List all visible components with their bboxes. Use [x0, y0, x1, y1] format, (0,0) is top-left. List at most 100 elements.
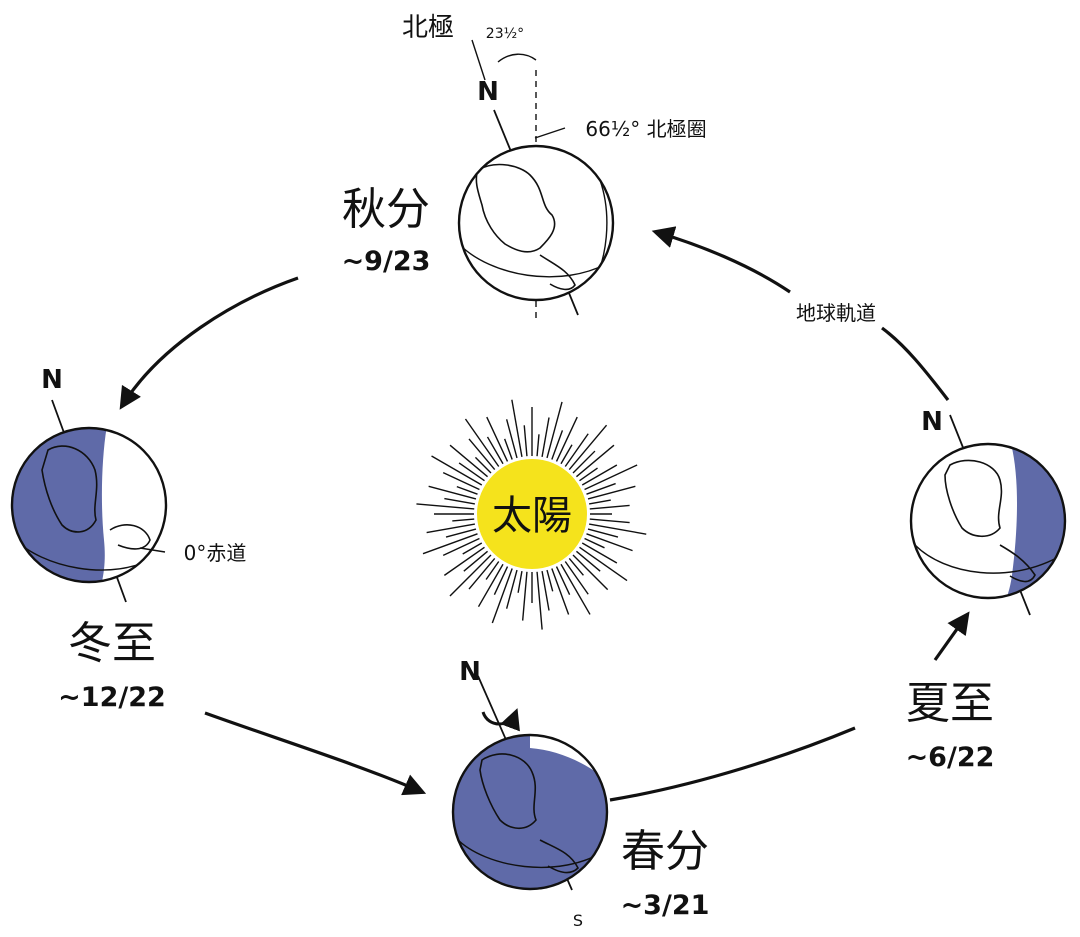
continent-outline: [539, 254, 576, 291]
sun-ray: [560, 444, 573, 465]
sun-ray: [416, 503, 475, 510]
sun-ray: [442, 537, 480, 557]
sun-ray: [564, 561, 589, 595]
season-name-spring: 春分: [621, 826, 709, 877]
globe-winter: N 0°赤道 冬至 ~12/22: [10, 365, 247, 713]
orbit-label: 地球軌道: [796, 301, 876, 325]
equator-label: 0°赤道: [184, 541, 247, 565]
sun-ray: [449, 554, 492, 597]
sun-ray: [505, 419, 518, 459]
sun-ray: [426, 523, 476, 534]
north-label: N: [921, 407, 943, 437]
sun-ray: [572, 450, 596, 474]
orbit-arrow-icon: [651, 226, 791, 294]
sun-ray: [462, 542, 483, 555]
day-sliver: [530, 735, 600, 775]
sun-ray: [445, 528, 477, 538]
sun-ray: [442, 471, 480, 491]
sun-ray: [422, 533, 478, 555]
sun-ray: [579, 546, 628, 582]
globe-spring: N S 春分 ~3/21: [451, 657, 710, 930]
sun-ray: [575, 550, 601, 572]
sun-disc: [477, 459, 587, 569]
sun-ray: [503, 438, 513, 460]
sun-ray: [586, 533, 633, 552]
sun-ray: [541, 570, 550, 611]
sun-ray: [581, 464, 618, 486]
globe-autumn: N 北極 23½° 66½° 北極圈 秋分 ~9/23: [342, 13, 707, 318]
sun-ray: [452, 518, 475, 522]
sun-ray: [458, 462, 485, 482]
equator-line: [455, 837, 607, 869]
south-label: S: [573, 911, 583, 930]
north-pole-label: 北極: [402, 13, 454, 43]
season-date-summer: ~6/22: [906, 742, 995, 773]
season-name-summer: 夏至: [906, 678, 994, 729]
sun-ray: [584, 464, 638, 491]
sun-ray: [431, 455, 483, 486]
sun-ray: [464, 418, 500, 467]
season-name-winter: 冬至: [68, 618, 156, 669]
continent-outline: [479, 753, 537, 830]
sun-ray: [486, 416, 509, 462]
orbit-arrow-icon: [881, 326, 950, 401]
continent-outline: [41, 445, 98, 533]
sun-ray: [485, 561, 500, 580]
sun-ray: [523, 425, 528, 457]
sun-ray: [587, 528, 619, 538]
sun-ray: [568, 424, 608, 471]
sun-ray: [505, 569, 518, 609]
orbit-arrow-icon: [933, 611, 970, 661]
equator-line: [459, 244, 611, 278]
night-shade: [12, 428, 108, 582]
sun-ray: [560, 563, 591, 615]
sun-ray: [541, 417, 550, 458]
orbit-arrow-icon: [204, 711, 427, 796]
orbit-arrows: [119, 226, 970, 802]
continent-outline: [109, 524, 151, 550]
north-label: N: [477, 77, 499, 107]
sun-ray: [536, 571, 543, 630]
earth-globe-icon: [909, 442, 1067, 600]
equator-line: [914, 544, 1063, 574]
sun-ray: [443, 546, 485, 576]
north-pole-line: [471, 39, 486, 81]
sun-ray: [493, 566, 509, 595]
sun-ray: [428, 485, 477, 500]
sun-ray: [491, 568, 513, 624]
sun-ray: [587, 485, 636, 500]
sun-ray: [477, 563, 504, 608]
earth-globe-icon: [457, 144, 615, 302]
sun-icon: 太陽: [416, 399, 647, 630]
globe-summer: N 夏至 ~6/22: [906, 407, 1067, 773]
arctic-circle-pointer: [534, 127, 566, 139]
arctic-circle-label: 66½° 北極圈: [585, 117, 706, 141]
season-date-autumn: ~9/23: [342, 246, 431, 277]
orbit-arrow-icon: [609, 726, 856, 802]
sun-ray: [517, 570, 523, 593]
season-date-winter: ~12/22: [58, 682, 166, 713]
earth-globe-icon: [451, 733, 609, 891]
north-label: N: [459, 657, 481, 687]
sun-ray: [584, 537, 605, 549]
sun-ray: [564, 433, 589, 467]
sun-ray: [536, 434, 540, 457]
rotation-arrow-icon: [481, 708, 520, 732]
sun-ray: [486, 436, 504, 465]
sun-ray: [589, 518, 630, 524]
sun-ray: [511, 399, 523, 458]
season-date-spring: ~3/21: [621, 890, 710, 921]
orbit-arrow-icon: [119, 276, 299, 410]
continent-outline: [999, 544, 1036, 583]
sun-ray: [551, 568, 570, 615]
sun-ray: [463, 550, 489, 572]
continent-outline: [475, 163, 556, 253]
sun-ray: [555, 566, 571, 595]
sun-rays: [416, 399, 647, 630]
sun-label: 太陽: [492, 493, 572, 539]
equator-pointer: [139, 547, 166, 553]
sun-ray: [474, 456, 492, 474]
sun-ray: [588, 499, 611, 505]
sun-ray: [572, 554, 609, 591]
